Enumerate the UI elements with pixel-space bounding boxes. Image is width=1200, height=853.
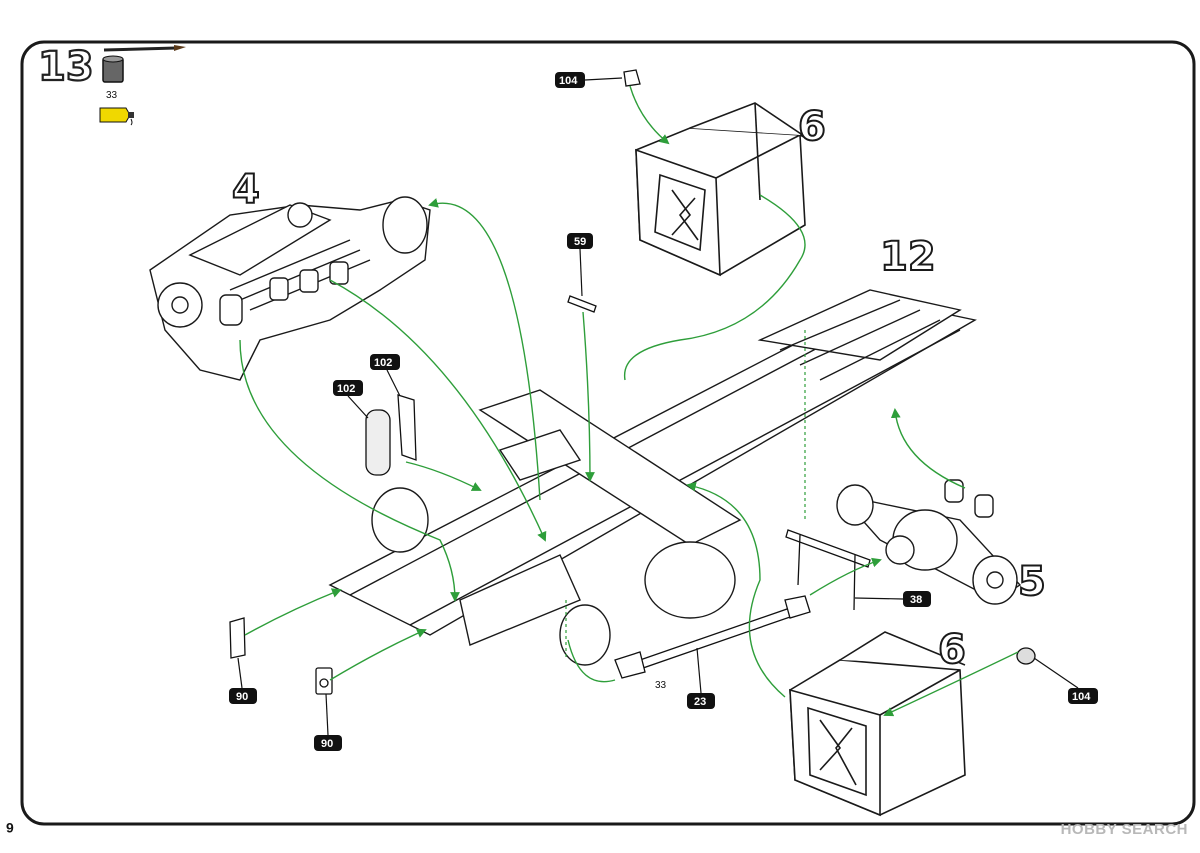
part-90-b <box>315 667 333 695</box>
fuel-tank-top <box>635 102 811 277</box>
badge-104-top: 104 <box>555 72 585 88</box>
badge-102-b: 102 <box>333 380 363 396</box>
badge-59: 59 <box>567 233 593 249</box>
leader-lines <box>237 77 1079 736</box>
assembly-arrows <box>239 85 1019 717</box>
part-104-top <box>623 69 641 87</box>
page-frame <box>20 40 1196 826</box>
badge-90-a: 90 <box>229 688 257 704</box>
paint-brush-icon <box>103 45 186 52</box>
rear-axle-assembly <box>836 479 1022 605</box>
engine-assembly-number: 4 <box>232 167 260 213</box>
badge-90-b: 90 <box>314 735 342 751</box>
part-104-bottom <box>1016 647 1036 665</box>
page-number: 6 <box>6 820 14 836</box>
part-33-label: 33 <box>655 680 667 691</box>
badge-102-a: 102 <box>370 354 400 370</box>
part-38-crossbar <box>785 529 871 611</box>
paint-code-label: 33 <box>106 90 118 101</box>
svg-text:90: 90 <box>321 738 333 750</box>
chassis-assembly-number: 12 <box>880 234 936 280</box>
svg-text:104: 104 <box>1072 691 1091 703</box>
badge-38: 38 <box>903 591 931 607</box>
tank-top-assembly-number: 6 <box>798 104 826 150</box>
svg-text:23: 23 <box>694 696 706 708</box>
part-23-driveshaft <box>614 595 811 679</box>
tank-bottom-assembly-number: 6 <box>938 627 966 673</box>
engine-assembly <box>149 196 431 381</box>
svg-text:90: 90 <box>236 691 248 703</box>
chassis-frame <box>328 289 977 666</box>
svg-text:104: 104 <box>559 75 578 87</box>
part-102-bracket <box>397 394 417 461</box>
part-90-a <box>229 617 246 659</box>
paint-jar-icon <box>102 55 124 83</box>
svg-text:59: 59 <box>574 236 586 248</box>
axle-assembly-number: 5 <box>1018 559 1046 605</box>
badge-104-bottom: 104 <box>1068 688 1098 704</box>
svg-text:38: 38 <box>910 594 922 606</box>
svg-text:102: 102 <box>337 383 355 395</box>
dotted-guides <box>565 330 806 660</box>
glue-tube-icon <box>99 107 134 126</box>
step-number: 13 <box>38 44 94 90</box>
part-102-cylinder <box>365 409 391 476</box>
watermark: HOBBY SEARCH <box>1060 821 1188 838</box>
svg-text:102: 102 <box>374 357 392 369</box>
badge-23: 23 <box>687 693 715 709</box>
part-59 <box>567 295 597 313</box>
